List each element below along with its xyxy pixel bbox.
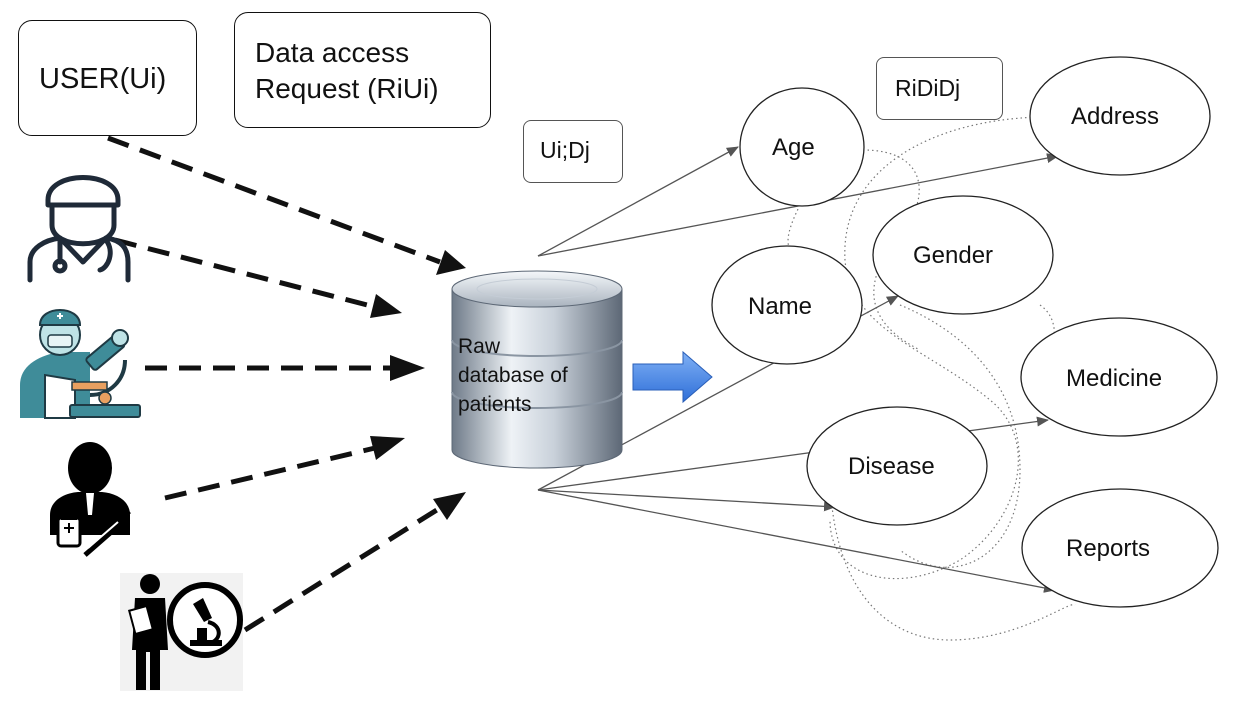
dotted-connections bbox=[787, 116, 1076, 641]
lab-technician-icon bbox=[120, 573, 243, 691]
disease-node bbox=[806, 406, 988, 526]
user-box: USER(Ui) bbox=[18, 20, 197, 136]
blue-arrow-icon bbox=[632, 350, 713, 404]
gender-label: Gender bbox=[913, 242, 994, 269]
database-label: Raw database of patients bbox=[458, 332, 568, 419]
user-label: USER(Ui) bbox=[39, 63, 167, 95]
dashed-arrow-technician bbox=[243, 505, 442, 633]
lab-researcher-icon bbox=[20, 309, 141, 419]
gender-node bbox=[872, 195, 1054, 315]
database-icon bbox=[451, 270, 623, 469]
attribute-nodes bbox=[711, 56, 1219, 608]
reports-node bbox=[1021, 488, 1219, 608]
name-label: Name bbox=[748, 293, 813, 320]
arrowhead-pharmacist bbox=[370, 436, 405, 460]
database-label-line-2: database of bbox=[458, 364, 568, 387]
dashed-arrow-doctor bbox=[114, 237, 376, 310]
arrow-to-disease bbox=[537, 489, 836, 512]
disease-label: Disease bbox=[848, 453, 935, 480]
database-label-line-3: patients bbox=[458, 393, 532, 416]
user-arrows bbox=[107, 135, 442, 633]
pharmacist-icon bbox=[50, 442, 131, 557]
dashed-arrow-pharmacist bbox=[164, 445, 376, 501]
arrowhead-user bbox=[436, 250, 466, 275]
medicine-label: Medicine bbox=[1066, 365, 1163, 392]
request-line-2: Request (RiUi) bbox=[255, 73, 439, 104]
ri-di-dj-label: RiDiDj bbox=[895, 75, 961, 101]
user-arrowheads bbox=[370, 250, 466, 520]
arrow-to-age bbox=[537, 146, 739, 257]
ri-di-dj-box: RiDiDj bbox=[876, 57, 1003, 120]
ui-dj-box: Ui;Dj bbox=[523, 120, 623, 183]
dashed-arrow-user bbox=[107, 135, 441, 265]
address-label: Address bbox=[1071, 103, 1160, 130]
age-label: Age bbox=[772, 134, 815, 161]
data-access-request-box: Data access Request (RiUi) bbox=[234, 12, 491, 128]
address-node bbox=[1029, 56, 1211, 176]
arrowhead-technician bbox=[433, 492, 466, 520]
database-label-line-1: Raw bbox=[458, 335, 501, 358]
ui-dj-label: Ui;Dj bbox=[540, 137, 590, 163]
doctor-icon bbox=[27, 175, 131, 283]
arrow-to-reports bbox=[537, 489, 1056, 593]
arrowhead-researcher bbox=[390, 355, 425, 381]
age-node bbox=[739, 87, 865, 207]
name-node bbox=[711, 245, 863, 365]
reports-label: Reports bbox=[1066, 535, 1151, 562]
medicine-node bbox=[1020, 317, 1218, 437]
request-line-1: Data access bbox=[255, 37, 410, 68]
arrowhead-doctor bbox=[370, 294, 402, 318]
